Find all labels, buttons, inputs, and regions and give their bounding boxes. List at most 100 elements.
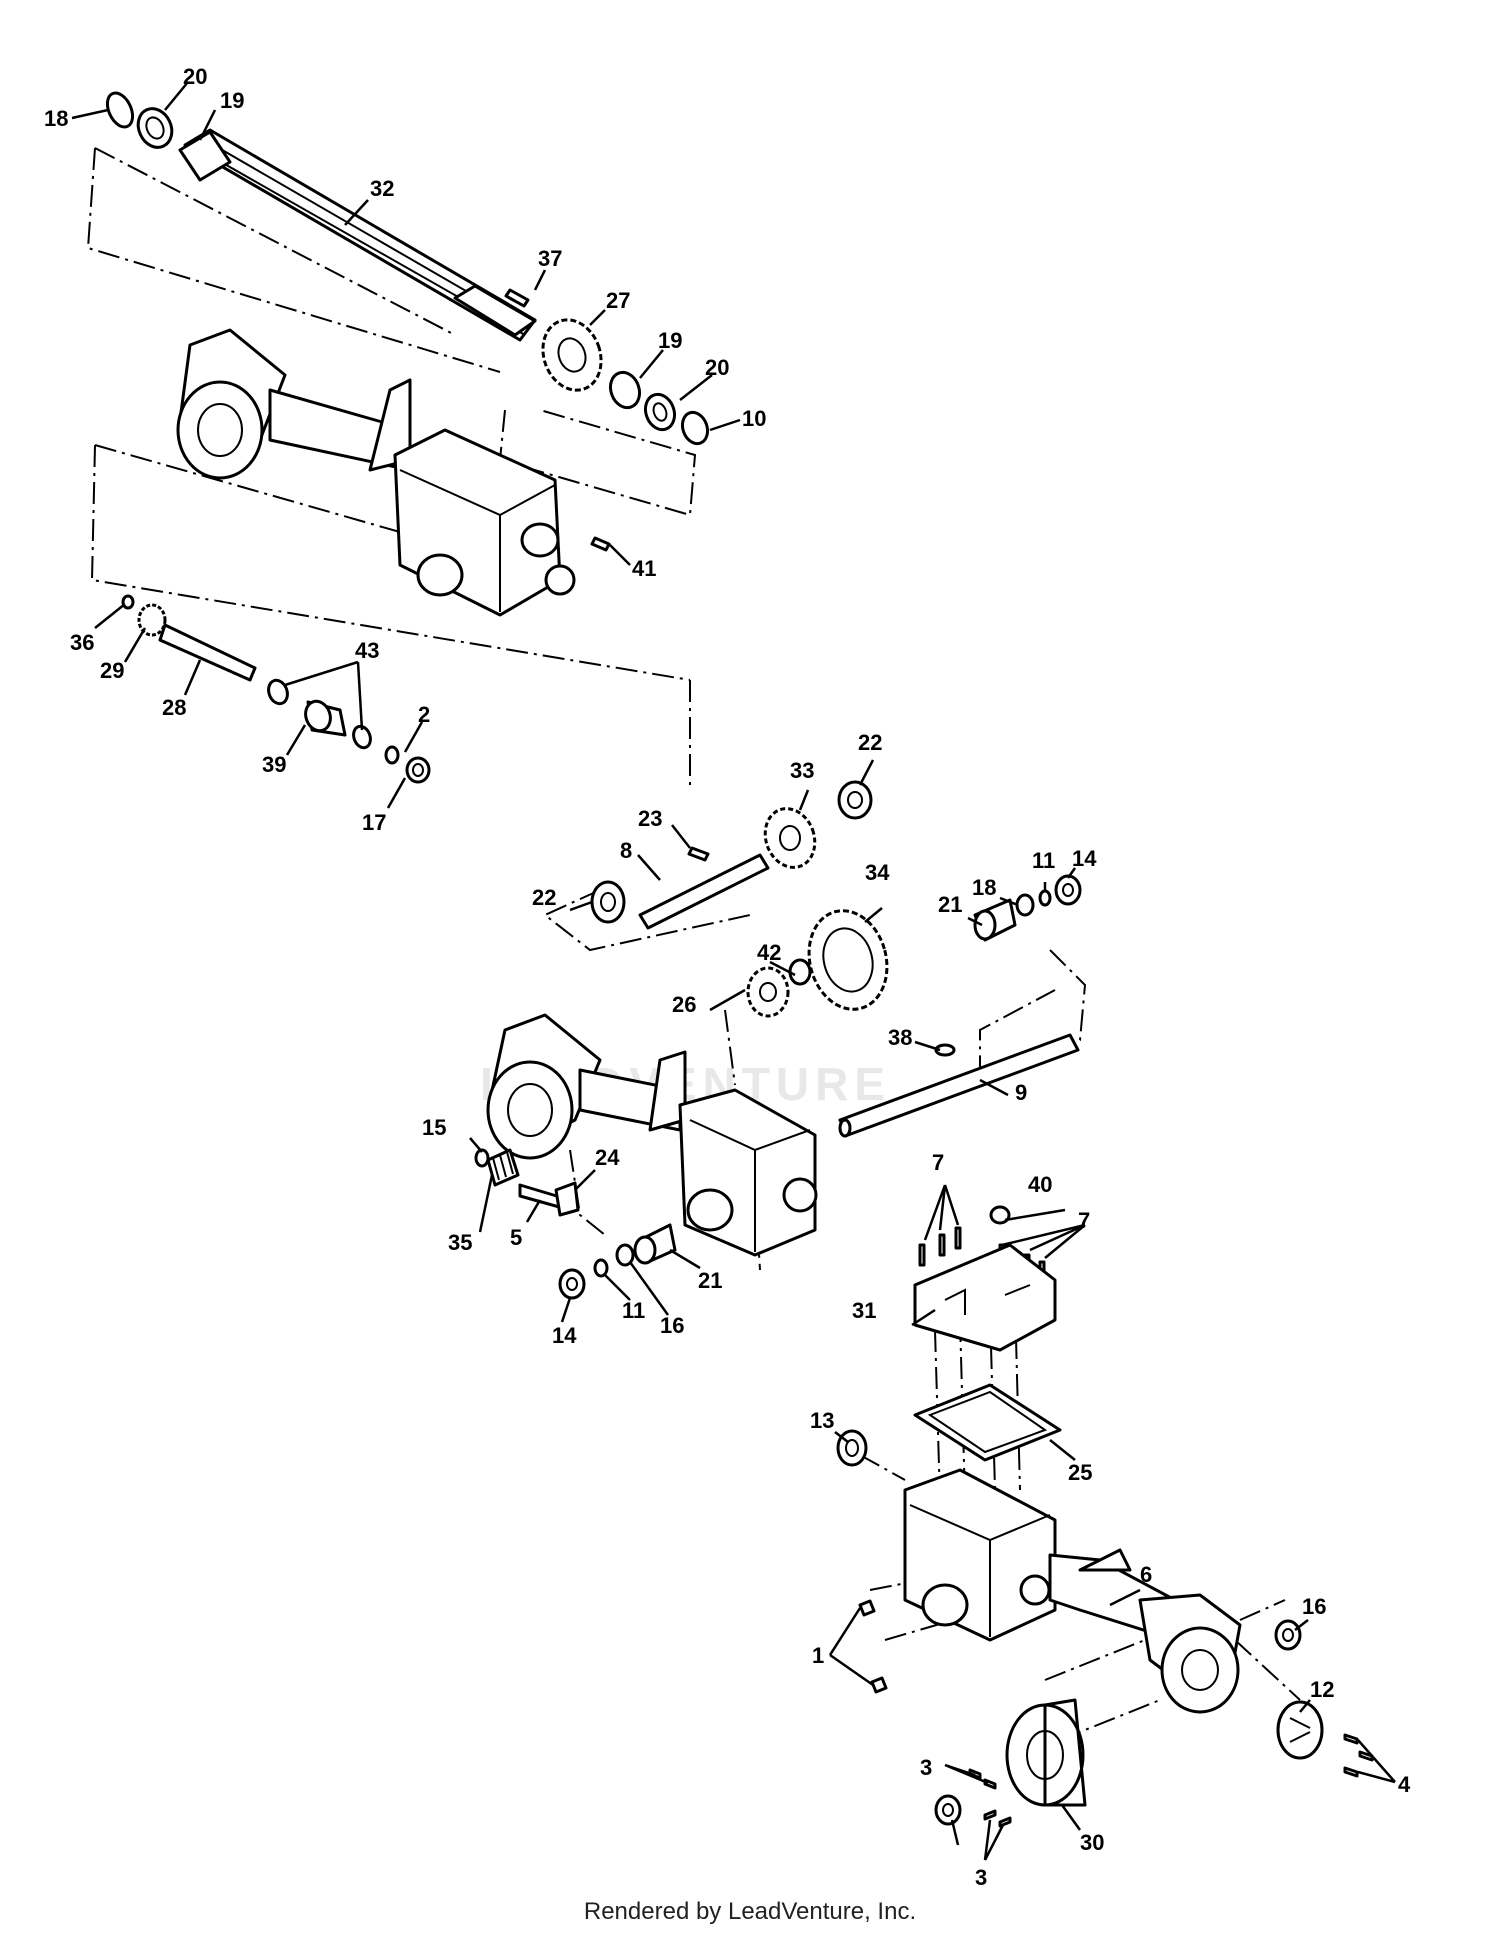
- callout-35: 35: [448, 1230, 472, 1255]
- clip-15: [474, 1148, 490, 1168]
- callout-12: 12: [1310, 1677, 1334, 1702]
- bearing-cup-20: [643, 392, 677, 432]
- callout-43: 43: [355, 638, 379, 663]
- callout-33: 33: [790, 758, 814, 783]
- callout-28: 28: [162, 695, 186, 720]
- callout-41: 41: [632, 556, 656, 581]
- bearing-14-lower: [558, 1268, 586, 1300]
- callout-25: 25: [1068, 1460, 1092, 1485]
- callout-37: 37: [538, 246, 562, 271]
- seal-16-right: [1274, 1619, 1302, 1651]
- hub-12: [1276, 1700, 1324, 1760]
- callout-numbers: 18 20 19 32 37 27 19 20 10 41 36 29 28 4…: [44, 64, 1411, 1890]
- callout-3-lower: 3: [975, 1865, 987, 1890]
- callout-1: 1: [812, 1643, 824, 1668]
- callout-3-upper: 3: [920, 1755, 932, 1780]
- washer-18-upper: [1015, 893, 1035, 917]
- shaft-9: [838, 1033, 1080, 1138]
- washer-43a: [267, 678, 289, 706]
- callout-36: 36: [70, 630, 94, 655]
- callout-32: 32: [370, 176, 394, 201]
- callout-22-lower: 22: [532, 885, 556, 910]
- callout-13: 13: [810, 1408, 834, 1433]
- gear-33: [763, 807, 817, 869]
- fork-24: [554, 1181, 580, 1217]
- callout-31: 31: [852, 1298, 876, 1323]
- callout-27: 27: [606, 288, 630, 313]
- bushing-21-lower: [633, 1223, 677, 1265]
- leader-lines: [71, 81, 1396, 1861]
- retaining-ring-18-top: [105, 91, 135, 129]
- clip-11-upper: [1038, 889, 1052, 907]
- callout-7-left: 7: [932, 1150, 944, 1175]
- callout-21-upper: 21: [938, 892, 962, 917]
- axle-housing-middle: [486, 1013, 818, 1257]
- plugs-1: [858, 1599, 888, 1694]
- callout-18-upper: 18: [972, 875, 996, 900]
- callout-34: 34: [865, 860, 890, 885]
- cover-plate-31: [913, 1243, 1057, 1352]
- axle-housing-top: [176, 328, 576, 617]
- callout-23: 23: [638, 806, 662, 831]
- callout-15: 15: [422, 1115, 446, 1140]
- callout-5: 5: [510, 1225, 522, 1250]
- hub-30: [1005, 1698, 1087, 1807]
- seal-16-left: [934, 1794, 962, 1826]
- pinion-36: [121, 594, 135, 610]
- callout-19-mid: 19: [658, 328, 682, 353]
- callout-20-mid: 20: [705, 355, 729, 380]
- callout-16-right: 16: [1302, 1594, 1326, 1619]
- bearing-22-lower: [590, 880, 626, 924]
- callout-30: 30: [1080, 1830, 1104, 1855]
- callout-11-lower: 11: [622, 1298, 645, 1323]
- callout-7-right: 7: [1078, 1208, 1090, 1233]
- callout-18-lower: 16: [660, 1313, 684, 1338]
- callout-24: 24: [595, 1145, 620, 1170]
- washer-18-lower: [615, 1243, 635, 1267]
- bearing-20-top: [136, 107, 174, 149]
- callout-26: 26: [672, 992, 696, 1017]
- callout-4: 4: [1398, 1772, 1411, 1797]
- bushing-39: [304, 699, 347, 737]
- gear-34: [807, 909, 889, 1011]
- bearing-14-upper: [1054, 874, 1082, 906]
- callout-20-top: 20: [183, 64, 207, 89]
- pinion-gear-29: [137, 603, 167, 637]
- snap-ring-10: [680, 410, 710, 446]
- washer-43b: [352, 724, 372, 750]
- callout-38: 38: [888, 1025, 912, 1050]
- shaft-28: [158, 623, 257, 682]
- breather-41: [590, 536, 611, 552]
- clip-2: [384, 745, 400, 765]
- callout-19-top: 19: [220, 88, 244, 113]
- key-37: [504, 288, 530, 308]
- gasket-25: [913, 1383, 1062, 1462]
- screws-3-lower: [983, 1809, 1012, 1828]
- callout-39: 39: [262, 752, 286, 777]
- bushing-21-upper: [973, 898, 1017, 942]
- callout-18-top: 18: [44, 106, 68, 131]
- sprocket-26: [746, 966, 790, 1018]
- callout-14-lower: 14: [552, 1323, 577, 1348]
- screws-4: [1343, 1733, 1374, 1778]
- gear-27: [541, 318, 603, 392]
- clip-11-lower: [593, 1258, 609, 1278]
- callout-6: 6: [1140, 1562, 1152, 1587]
- shaft-8: [638, 853, 770, 930]
- callout-9: 9: [1015, 1080, 1027, 1105]
- callout-22-upper: 22: [858, 730, 882, 755]
- callout-40: 40: [1028, 1172, 1052, 1197]
- callout-10: 10: [742, 406, 766, 431]
- callout-17: 17: [362, 810, 386, 835]
- callout-29: 29: [100, 658, 124, 683]
- footer-credit: Rendered by LeadVenture, Inc.: [583, 1898, 917, 1925]
- nut-17: [405, 756, 431, 784]
- callout-21-lower: 21: [698, 1268, 722, 1293]
- worm-shaft-32: [178, 128, 537, 342]
- callout-8: 8: [620, 838, 632, 863]
- bearing-22-upper: [837, 780, 873, 820]
- axle-housing-6: [903, 1468, 1242, 1714]
- callout-42: 42: [757, 940, 781, 965]
- bearing-cone-19: [608, 370, 642, 410]
- plug-40: [989, 1205, 1011, 1225]
